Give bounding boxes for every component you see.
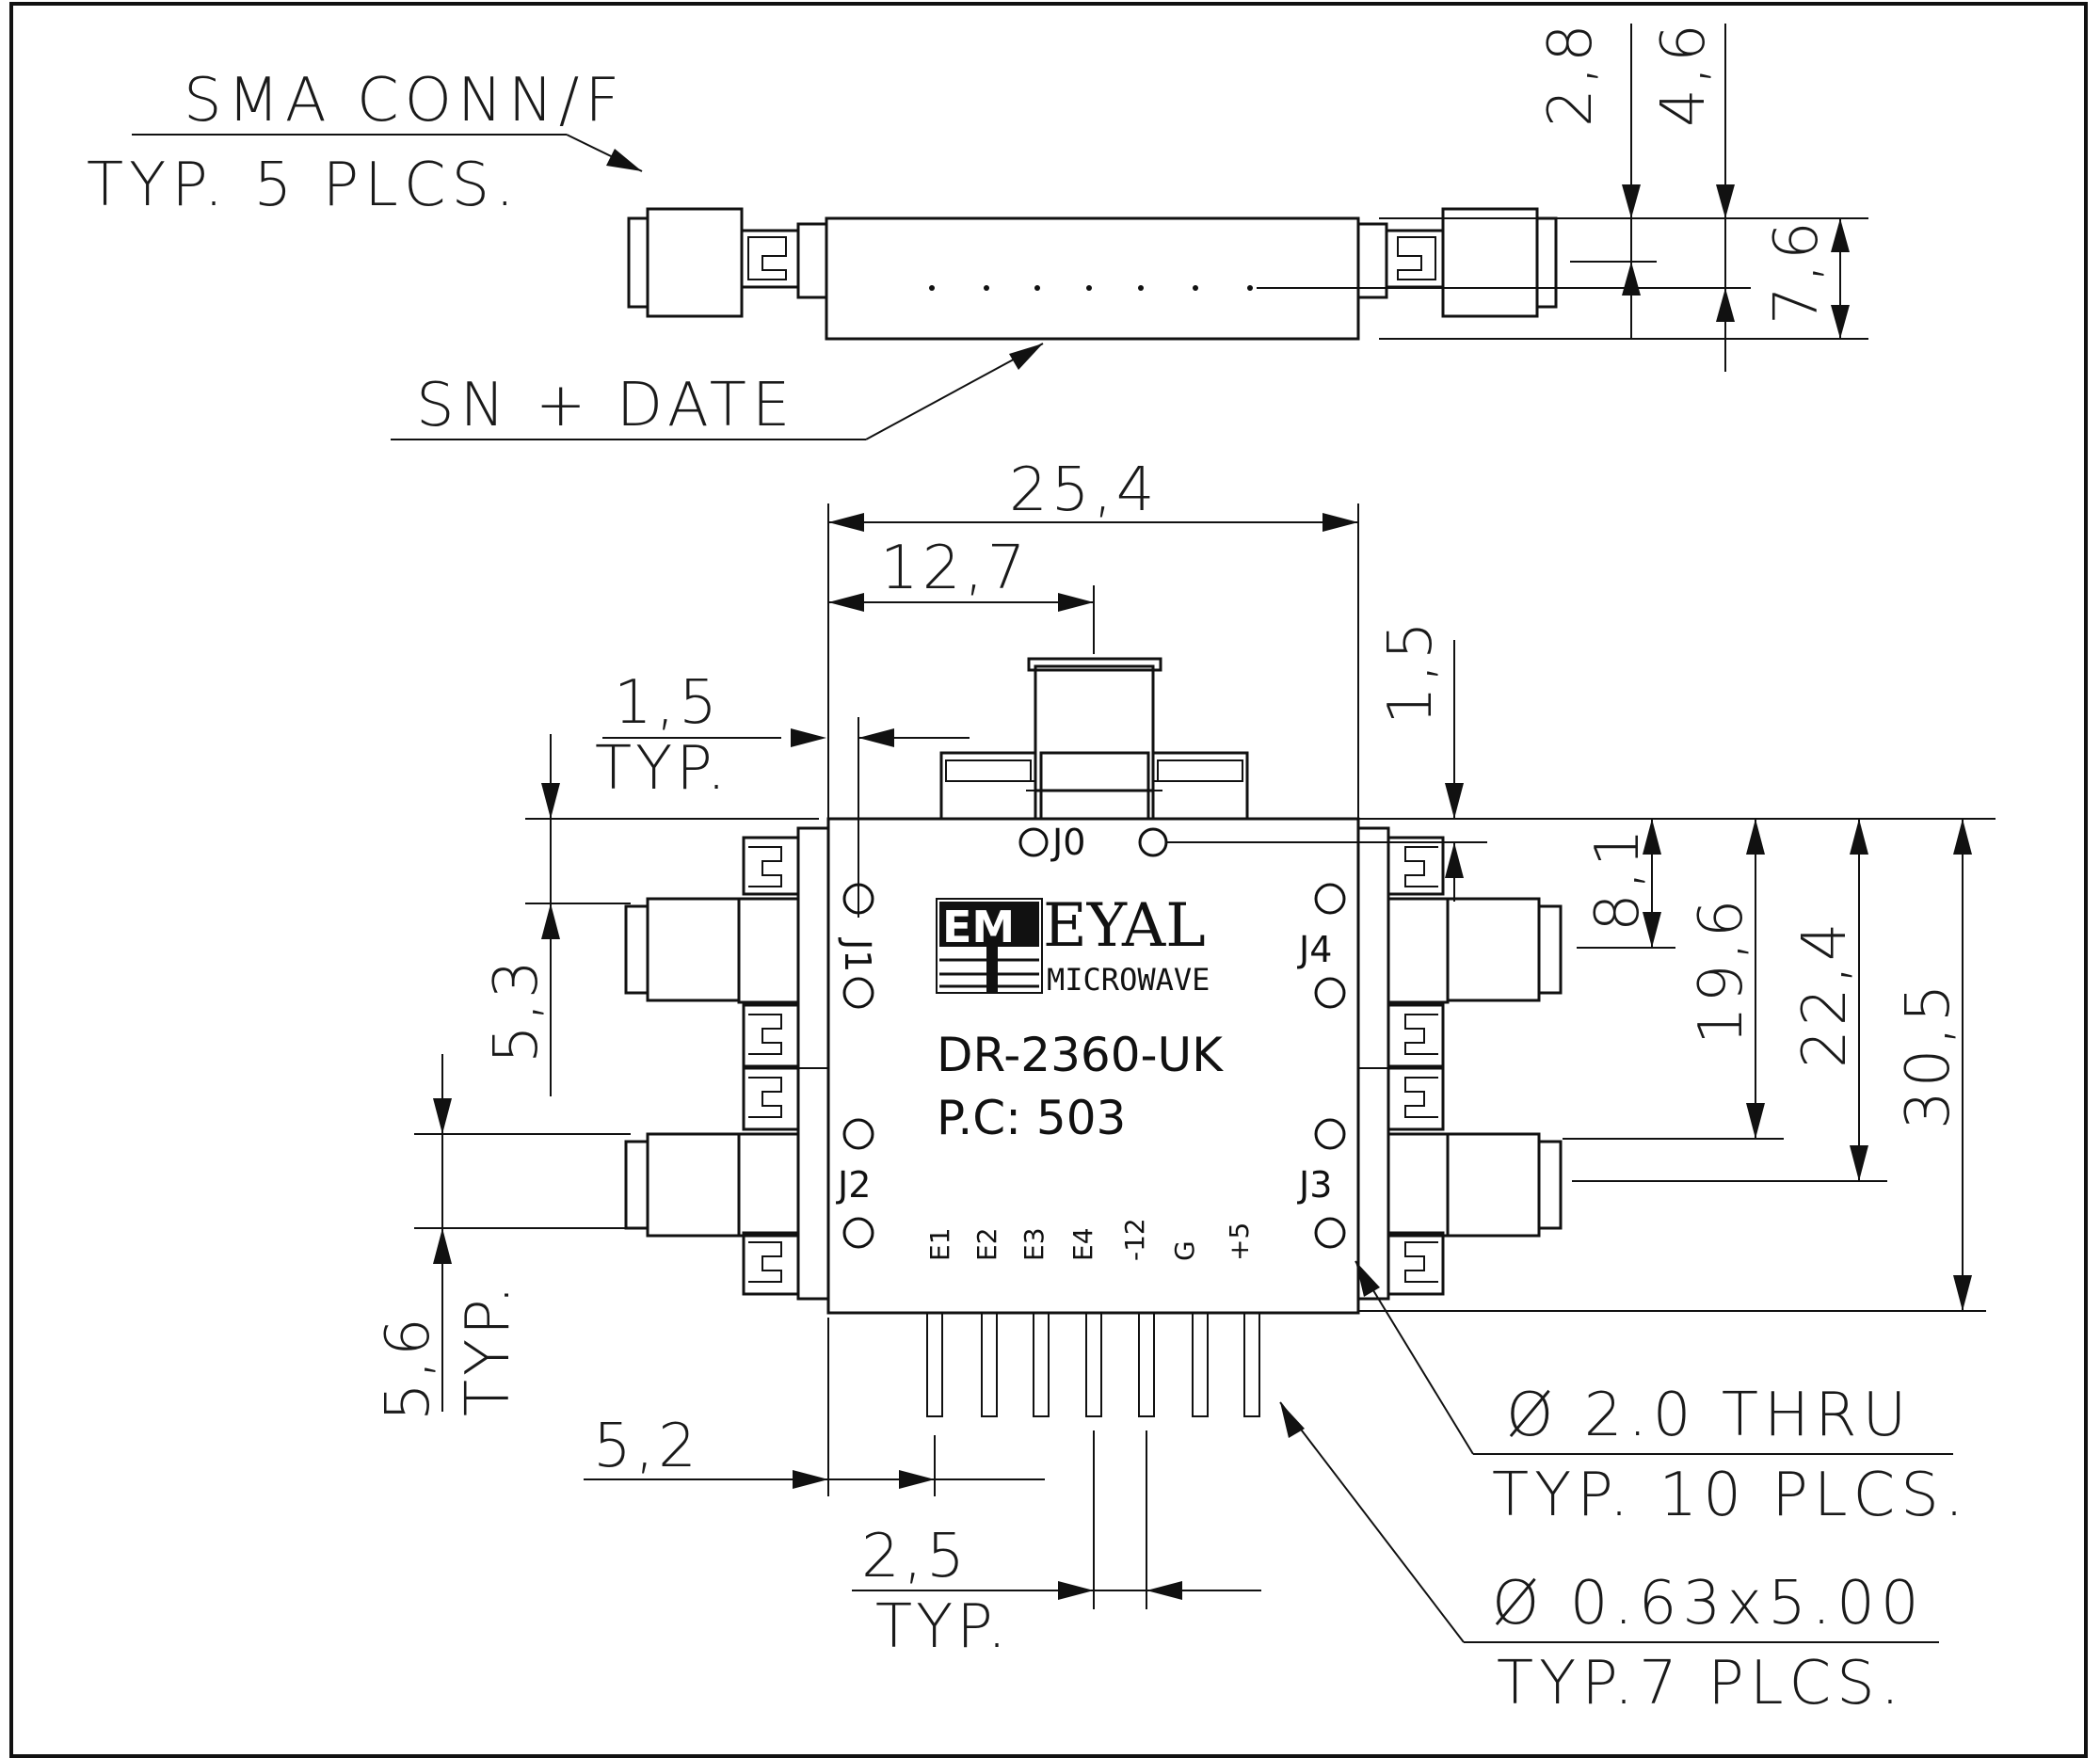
dim-2-5-sub: TYP.: [875, 1592, 1010, 1662]
dim-5-3: 5,3: [482, 956, 552, 1063]
logo-eyal: EYAL: [1043, 891, 1206, 961]
side-view: [627, 24, 1868, 372]
pins: [926, 1312, 1260, 1417]
pin-labels: E1 E2 E3 E4 -12 G +5: [924, 1218, 1255, 1261]
j4-hole-bottom: [1314, 977, 1346, 1009]
pin-label-e1: E1: [924, 1227, 955, 1261]
main-body: J0 J1 J4 J2 J3 EM EYAL MICROWAVE: [826, 657, 1487, 1417]
dim-1-5-right: 1,5: [1376, 617, 1446, 725]
port-j1-label: J1: [837, 937, 878, 972]
sma-note-line1: SMA CONN/F: [184, 66, 625, 136]
j0-hole-right: [1138, 827, 1168, 857]
pin-label-e4: E4: [1067, 1227, 1098, 1261]
top-dimensions: 25,4 12,7: [827, 455, 1359, 819]
right-dimensions: 8,1 19,6 22,4 30,5: [1358, 818, 1996, 1312]
pin-label-p5: +5: [1224, 1223, 1255, 1261]
pin-note-line1: Ø 0.63x5.00: [1492, 1569, 1925, 1638]
j3-hole-top: [1314, 1118, 1346, 1150]
logo-em: EM: [942, 902, 1015, 952]
eyal-logo: EM EYAL MICROWAVE: [936, 891, 1210, 998]
j2-hole-top: [842, 1118, 874, 1150]
left-dimensions: 5,3 5,6 TYP.: [374, 734, 819, 1421]
dim-1-5-typ-sub: TYP.: [595, 734, 729, 804]
pin-label-e2: E2: [971, 1227, 1002, 1261]
port-j4-label: J4: [1297, 929, 1332, 970]
side-view-dots: [929, 285, 1751, 291]
pin-note: Ø 0.63x5.00 TYP.7 PLCS.: [1279, 1401, 1939, 1718]
hole-note-line1: Ø 2.0 THRU: [1506, 1381, 1912, 1450]
j1-hole-bottom: [842, 977, 874, 1009]
dim-19-6: 19,6: [1687, 896, 1756, 1046]
bottom-dimensions: 5,2 2,5 TYP.: [584, 1318, 1261, 1662]
right-connectors: [1356, 826, 1563, 1301]
dim-1-5-right-group: 1,5: [1376, 617, 1464, 902]
dim-5-2: 5,2: [593, 1412, 700, 1481]
dim-25-4: 25,4: [1009, 455, 1159, 525]
dim-1-5-typ-group: 1,5 TYP.: [595, 668, 970, 918]
dim-4-6: 4,6: [1649, 20, 1719, 127]
dim-5-6: 5,6: [374, 1314, 443, 1421]
dim-30-5: 30,5: [1894, 981, 1964, 1130]
left-connectors: [624, 826, 830, 1301]
dim-1-5-typ: 1,5: [614, 668, 721, 738]
pin-label-g: G: [1169, 1240, 1200, 1261]
sma-note: SMA CONN/F TYP. 5 PLCS.: [87, 66, 643, 220]
j2-hole-bottom: [842, 1217, 874, 1249]
sma-note-line2: TYP. 5 PLCS.: [87, 151, 520, 220]
dim-5-6-sub: TYP.: [454, 1282, 523, 1416]
sn-date-note: SN + DATE: [391, 343, 1044, 440]
port-j0-label: J0: [1050, 822, 1085, 863]
port-j3-label: J3: [1297, 1164, 1332, 1206]
side-left-connector: [627, 207, 828, 318]
hole-note: Ø 2.0 THRU TYP. 10 PLCS.: [1355, 1260, 1969, 1530]
connector-j0: [939, 657, 1249, 821]
logo-microwave: MICROWAVE: [1047, 962, 1210, 998]
j4-hole-top: [1314, 883, 1346, 915]
sheet-border: [9, 2, 2088, 1758]
dim-7-6: 7,6: [1762, 217, 1832, 325]
dim-2-8: 2,8: [1536, 20, 1606, 127]
j0-hole-left: [1018, 827, 1049, 857]
dim-22-4: 22,4: [1790, 919, 1860, 1069]
dim-2-5: 2,5: [861, 1522, 969, 1591]
side-right-connector: [1356, 207, 1558, 318]
dim-12-7: 12,7: [880, 534, 1030, 603]
j1-hole-top: [842, 883, 874, 915]
dim-8-1: 8,1: [1583, 824, 1653, 932]
j3-hole-bottom: [1314, 1217, 1346, 1249]
model-number: DR-2360-UK: [937, 1028, 1224, 1082]
side-view-body: [825, 216, 1360, 341]
port-j2-label: J2: [836, 1164, 871, 1206]
pin-note-line2: TYP.7 PLCS.: [1497, 1649, 1905, 1718]
pin-label-m12: -12: [1119, 1218, 1150, 1261]
pc-number: P.C: 503: [937, 1091, 1126, 1145]
sn-date-label: SN + DATE: [416, 371, 795, 440]
pin-label-e3: E3: [1018, 1227, 1050, 1261]
hole-note-line2: TYP. 10 PLCS.: [1492, 1461, 1969, 1530]
